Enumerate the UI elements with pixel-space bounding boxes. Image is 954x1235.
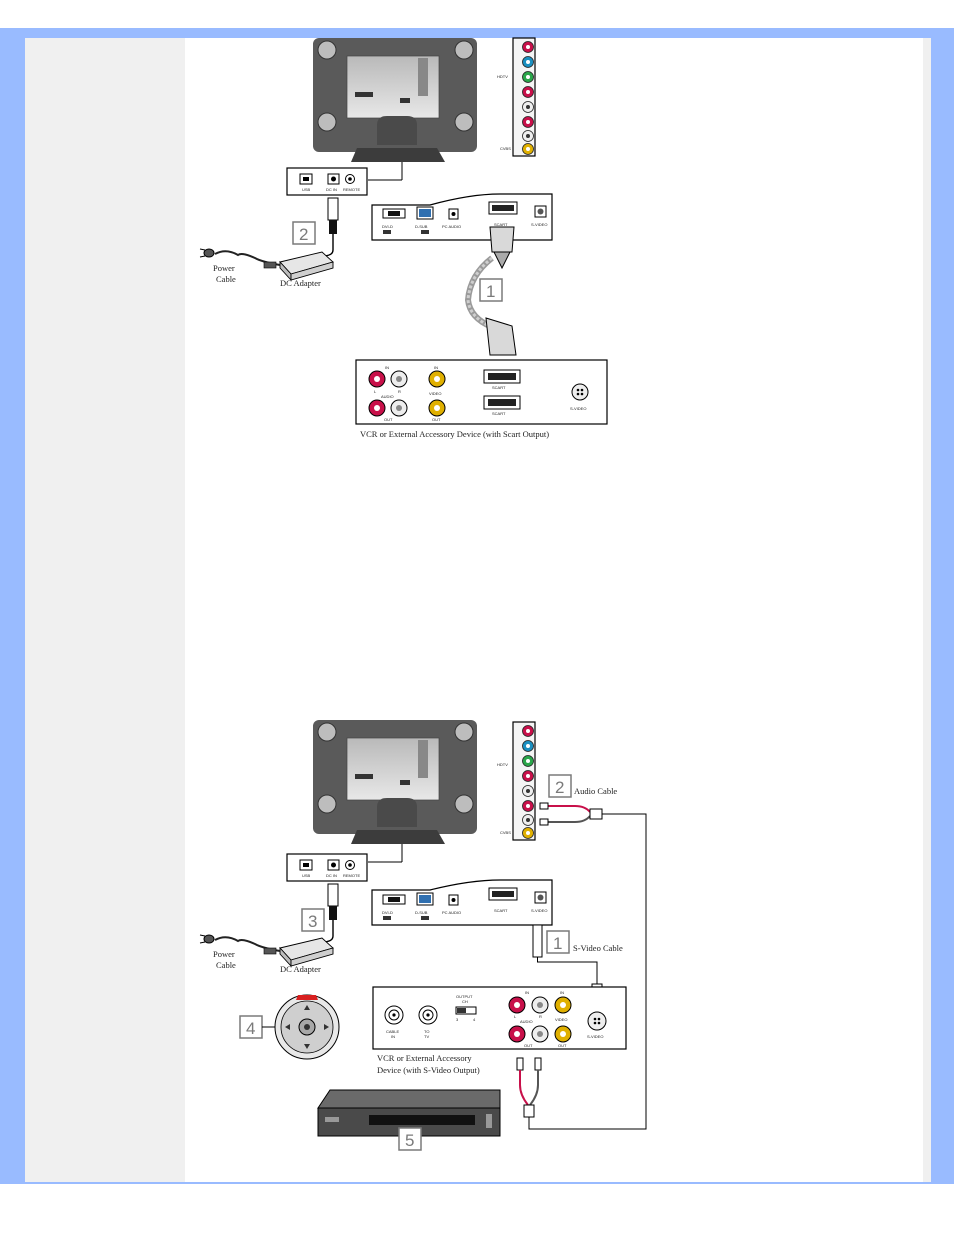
left-column	[25, 38, 185, 1182]
vcr-out-video-label: OUT	[432, 417, 441, 422]
step-5-badge: 5	[405, 1131, 414, 1150]
vcr-l-label: L	[514, 1014, 517, 1019]
vcr-video-label: VIDEO	[429, 391, 441, 396]
to-tv-label-1: TO	[424, 1029, 429, 1034]
diagram-2-svideo-connection: HDTV CVBS 2 Audio Cable USB DC IN REMOTE	[199, 720, 647, 1151]
svideo-cable-label: S-Video Cable	[573, 943, 623, 953]
vcr-caption-line1: VCR or External Accessory	[377, 1053, 472, 1063]
step-4-badge: 4	[246, 1019, 255, 1038]
cable-in-label-1: CABLE	[386, 1029, 399, 1034]
vcr-in-label: IN	[385, 365, 389, 370]
rear-input-panel: DVI-D D-SUB PC AUDIO SCART S-VIDEO	[371, 193, 553, 241]
output-label-2: CH	[462, 999, 468, 1004]
svideo-label: S-VIDEO	[531, 908, 547, 913]
step-3-badge: 3	[308, 912, 317, 931]
power-cable-label-line1: Power	[213, 263, 235, 273]
step-1-badge: 1	[486, 282, 495, 301]
audio-cable-label: Audio Cable	[574, 786, 617, 796]
vcr-scart-label-2: SCART	[492, 411, 506, 416]
monitor-back	[313, 720, 477, 863]
svideo-label: S-VIDEO	[531, 222, 547, 227]
audio-cable: 2 Audio Cable	[528, 774, 647, 1130]
remote-label: REMOTE	[343, 873, 360, 878]
step-2-badge: 2	[299, 225, 308, 244]
hdtv-label: HDTV	[497, 74, 508, 79]
vcr-in-video-label: IN	[434, 365, 438, 370]
right-column	[923, 38, 931, 1182]
remote-label: REMOTE	[343, 187, 360, 192]
hdtv-label: HDTV	[497, 762, 508, 767]
vcr-svideo-label: S-VIDEO	[570, 406, 586, 411]
remote-control-step: 4	[239, 994, 340, 1060]
vcr-out-label: OUT	[524, 1043, 533, 1048]
ch4-label: 4	[473, 1017, 476, 1022]
usb-label: USB	[302, 187, 311, 192]
usb-label: USB	[302, 873, 311, 878]
vcr-l-label: L	[374, 389, 377, 394]
dc-adapter-assembly: 3 Power Cable DC Adapter	[199, 883, 339, 974]
rear-input-panel: DVI-D D-SUB PC AUDIO SCART S-VIDEO	[371, 879, 553, 926]
vcr-audio-label: AUDIO	[381, 394, 394, 399]
pcaudio-label: PC AUDIO	[442, 224, 461, 229]
power-port-box: USB DC IN REMOTE	[286, 167, 368, 196]
dsub-label: D-SUB	[415, 224, 428, 229]
vcr-device-scart: IN IN L R AUDIO VIDEO OUT OUT SCART SCAR…	[355, 359, 608, 425]
scart-label: SCART	[494, 908, 508, 913]
dc-adapter-label: DC Adapter	[280, 278, 321, 288]
vcr-caption-line2: Device (with S-Video Output)	[377, 1065, 480, 1075]
dc-adapter-label: DC Adapter	[280, 964, 321, 974]
dcin-label: DC IN	[326, 873, 337, 878]
dvid-label: DVI-D	[382, 910, 393, 915]
monitor-back	[313, 38, 477, 181]
power-cable-label-line2: Cable	[216, 274, 236, 284]
dsub-label: D-SUB	[415, 910, 428, 915]
vcr-deck: 5	[317, 1089, 501, 1151]
step-1-badge: 1	[553, 934, 562, 953]
dc-adapter-assembly: 2 Power Cable DC Adapter	[199, 197, 339, 288]
vcr-audio-label: AUDIO	[520, 1019, 533, 1024]
side-jack-panel: HDTV CVBS	[497, 37, 536, 157]
vcr-in-video-label: IN	[560, 990, 564, 995]
rca-cable	[516, 1057, 542, 1118]
vcr-video-label: VIDEO	[555, 1017, 567, 1022]
vcr-in-label: IN	[525, 990, 529, 995]
diagram-1-scart-connection: HDTV CVBS USB DC IN REMOTE 2	[199, 37, 608, 439]
vcr-caption-scart: VCR or External Accessory Device (with S…	[360, 429, 549, 439]
cvbs-label: CVBS	[500, 146, 511, 151]
step-2-badge: 2	[555, 778, 564, 797]
vcr-svideo-label: S-VIDEO	[587, 1034, 603, 1039]
power-port-box: USB DC IN REMOTE	[286, 853, 368, 882]
pcaudio-label: PC AUDIO	[442, 910, 461, 915]
scart-label: SCART	[494, 222, 508, 227]
vcr-r-label: R	[539, 1014, 542, 1019]
to-tv-label-2: TV	[424, 1034, 429, 1039]
vcr-device-svideo: CABLE IN TO TV OUTPUT CH 3 4 IN IN L R A…	[372, 986, 627, 1050]
vcr-out-video-label: OUT	[558, 1043, 567, 1048]
scart-cable: 1	[464, 226, 517, 356]
vcr-scart-label-1: SCART	[492, 385, 506, 390]
vcr-out-label: OUT	[384, 417, 393, 422]
cable-in-label-2: IN	[391, 1034, 395, 1039]
power-cable-label-line2: Cable	[216, 960, 236, 970]
ch3-label: 3	[456, 1017, 459, 1022]
dcin-label: DC IN	[326, 187, 337, 192]
power-cable-label-line1: Power	[213, 949, 235, 959]
side-jack-panel: HDTV CVBS	[497, 721, 536, 841]
cvbs-label: CVBS	[500, 830, 511, 835]
vcr-r-label: R	[398, 389, 401, 394]
output-label-1: OUTPUT	[456, 994, 473, 999]
dvid-label: DVI-D	[382, 224, 393, 229]
